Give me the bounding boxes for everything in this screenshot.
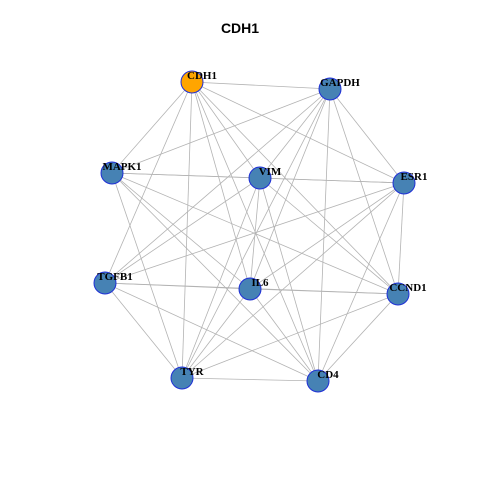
node-label-il6: IL6: [251, 277, 269, 289]
edge-cdh1-tgfb1: [104, 81, 193, 284]
node-label-tgfb1: TGFB1: [97, 271, 132, 283]
node-cd4: [306, 369, 330, 393]
edge-vim-tgfb1: [104, 177, 261, 284]
edge-tgfb1-cd4: [104, 282, 319, 382]
node-label-ccnd1: CCND1: [389, 282, 426, 294]
edge-mapk1-cd4: [111, 172, 319, 382]
edge-vim-cd4: [259, 177, 319, 382]
edge-cdh1-il6: [191, 81, 251, 290]
edge-tgfb1-tyr: [104, 282, 183, 379]
edge-esr1-tgfb1: [104, 182, 405, 284]
node-esr1: [392, 171, 416, 195]
edge-gapdh-esr1: [329, 88, 405, 184]
edge-gapdh-il6: [249, 88, 331, 290]
node-mapk1: [100, 161, 124, 185]
edge-gapdh-cd4: [317, 88, 331, 382]
nodes-layer: [93, 70, 416, 393]
edge-ccnd1-tyr: [181, 293, 399, 379]
edge-gapdh-tgfb1: [104, 88, 331, 284]
edge-il6-tyr: [181, 288, 251, 379]
edge-gapdh-mapk1: [111, 88, 331, 174]
node-tgfb1: [93, 271, 117, 295]
edge-cdh1-tyr: [181, 81, 193, 379]
edge-tyr-cd4: [181, 377, 319, 382]
chart-title: CDH1: [220, 20, 260, 36]
edge-cdh1-gapdh: [191, 81, 331, 90]
edge-cdh1-mapk1: [111, 81, 193, 174]
edge-esr1-cd4: [317, 182, 405, 382]
edge-gapdh-vim: [259, 88, 331, 179]
edge-gapdh-ccnd1: [329, 88, 399, 295]
edge-il6-cd4: [249, 288, 319, 382]
node-label-esr1: ESR1: [401, 171, 428, 183]
edge-cdh1-ccnd1: [191, 81, 399, 295]
node-label-cdh1: CDH1: [187, 70, 217, 82]
node-ccnd1: [386, 282, 410, 306]
edge-cdh1-esr1: [191, 81, 405, 184]
node-label-gapdh: GAPDH: [320, 77, 360, 89]
node-tyr: [170, 366, 194, 390]
edge-esr1-il6: [249, 182, 405, 290]
edge-mapk1-tyr: [111, 172, 183, 379]
node-label-mapk1: MAPK1: [102, 161, 141, 173]
node-gapdh: [318, 77, 342, 101]
node-label-vim: VIM: [259, 166, 282, 178]
edges-layer: [104, 81, 405, 382]
edge-mapk1-il6: [111, 172, 251, 290]
edge-vim-tyr: [181, 177, 261, 379]
edge-ccnd1-cd4: [317, 293, 399, 382]
node-cdh1: [180, 70, 204, 94]
edge-vim-ccnd1: [259, 177, 399, 295]
edge-cdh1-vim: [191, 81, 261, 179]
edge-vim-esr1: [259, 177, 405, 184]
node-il6: [238, 277, 262, 301]
node-label-tyr: TYR: [180, 366, 204, 378]
edge-esr1-ccnd1: [397, 182, 405, 295]
edge-esr1-tyr: [181, 182, 405, 379]
node-vim: [248, 166, 272, 190]
edge-il6-ccnd1: [249, 288, 399, 295]
node-label-cd4: CD4: [317, 369, 339, 381]
edge-vim-il6: [249, 177, 261, 290]
